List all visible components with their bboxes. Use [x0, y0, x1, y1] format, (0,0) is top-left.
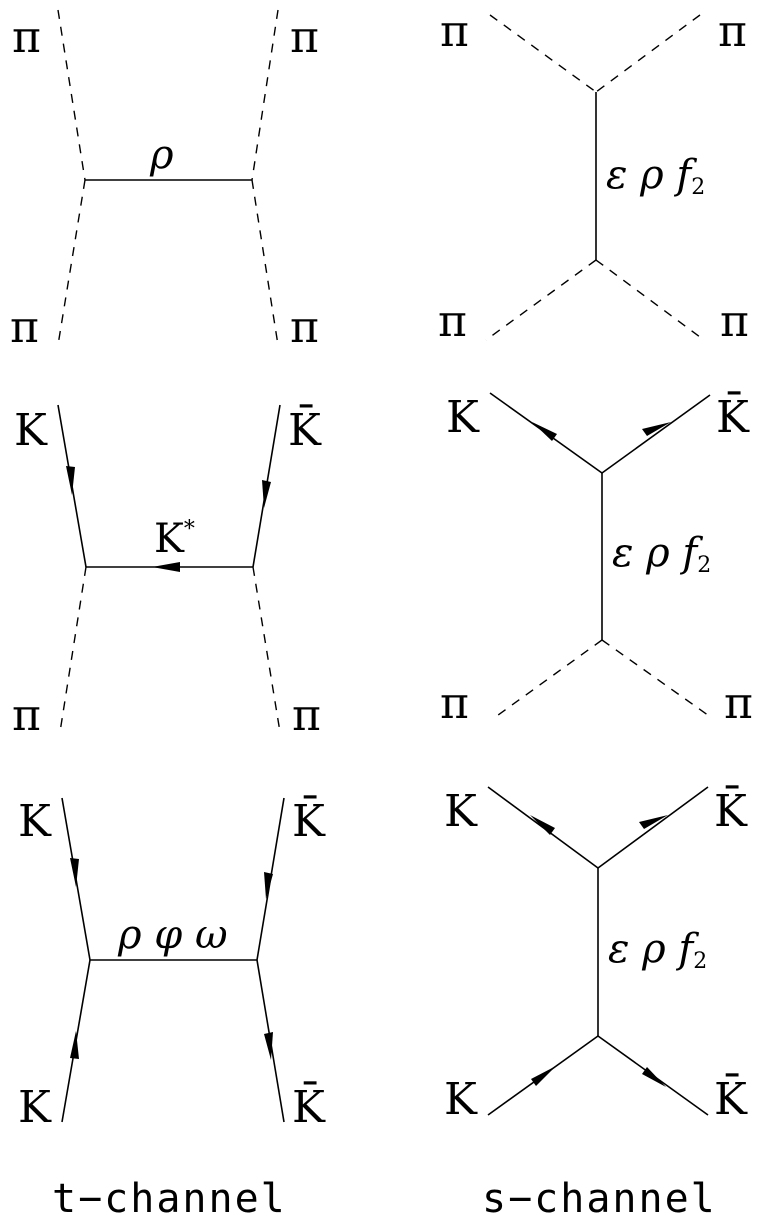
- pi-line-bottom-right: [251, 179, 279, 346]
- pi-line-top-right: [595, 14, 701, 93]
- kaon-label: K: [14, 405, 48, 456]
- exchange-label: ρ φ ω: [117, 912, 228, 958]
- pi-line-bottom-right: [595, 259, 705, 341]
- arrow-up: [70, 1031, 79, 1059]
- pi-label: π: [12, 12, 41, 63]
- pi-label: π: [724, 678, 753, 729]
- exchange-label: ε ρ f2: [608, 926, 707, 974]
- kaon-label: K: [18, 796, 52, 847]
- s-channel-caption: s−channel: [482, 1176, 717, 1222]
- arrow-up: [70, 858, 79, 887]
- exchange-label: K*: [154, 516, 195, 562]
- arrow-up-left: [532, 422, 557, 441]
- antikaon-line-right: [601, 394, 711, 474]
- kaon-label: K: [18, 1082, 52, 1133]
- arrow-left: [152, 562, 180, 572]
- pi-label: π: [718, 6, 747, 57]
- diagram-s-pipi: π π π π ε ρ f2: [438, 6, 749, 347]
- pi-line-bottom-left: [485, 259, 597, 341]
- arrow-down-right: [642, 1067, 666, 1087]
- diagram-s-pipi-kk: K K̄ π π ε ρ f2: [440, 390, 753, 729]
- diagram-s-kk: K K̄ K K̄ ε ρ f2: [444, 784, 748, 1125]
- arrow-down: [264, 872, 273, 899]
- pi-line-bottom-right: [252, 566, 281, 733]
- antikaon-label: K̄: [714, 1072, 748, 1125]
- pi-line-top-left: [489, 14, 597, 93]
- arrow-up: [66, 466, 75, 495]
- pi-label: π: [10, 302, 39, 353]
- antikaon-label: K̄: [292, 794, 326, 847]
- diagram-t-pipi: π π π π ρ: [10, 9, 319, 353]
- pi-label: π: [290, 302, 319, 353]
- antikaon-label: K̄: [714, 784, 748, 837]
- arrow-down: [264, 1032, 273, 1060]
- antikaon-label: K̄: [288, 403, 322, 456]
- pi-label: π: [440, 6, 469, 57]
- antikaon-label: K̄: [292, 1080, 326, 1133]
- arrow-down-left: [642, 422, 671, 436]
- pi-label: π: [440, 678, 469, 729]
- antikaon-label: K̄: [716, 390, 750, 443]
- kaon-label: K: [446, 392, 480, 443]
- diagram-t-kk-vector: K K̄ K K̄ ρ φ ω: [18, 794, 326, 1133]
- pi-line-top-right: [251, 9, 279, 181]
- diagram-t-kk-kstar: K K̄ π π K*: [12, 403, 322, 741]
- pi-line-bottom-right: [601, 639, 713, 719]
- pi-line-bottom-left: [57, 179, 86, 346]
- kaon-label: K: [444, 786, 478, 837]
- exchange-label: ε ρ f2: [606, 152, 705, 200]
- kaon-label: K: [444, 1074, 478, 1125]
- exchange-label: ρ: [149, 132, 174, 178]
- pi-label: π: [292, 690, 321, 741]
- pi-label: π: [438, 296, 467, 347]
- pi-label: π: [290, 12, 319, 63]
- exchange-label: ε ρ f2: [612, 530, 711, 578]
- pi-line-bottom-left: [493, 639, 603, 719]
- pi-line-top-left: [57, 9, 86, 181]
- arrow-down-left: [639, 815, 668, 829]
- pi-label: π: [12, 690, 41, 741]
- pi-label: π: [720, 296, 749, 347]
- antikaon-line-top-right: [597, 786, 709, 869]
- arrow-up-left: [530, 815, 555, 835]
- t-channel-caption: t−channel: [52, 1176, 287, 1222]
- pi-line-bottom-left: [59, 566, 87, 733]
- arrow-up-right: [531, 1066, 556, 1086]
- arrow-down: [262, 480, 271, 508]
